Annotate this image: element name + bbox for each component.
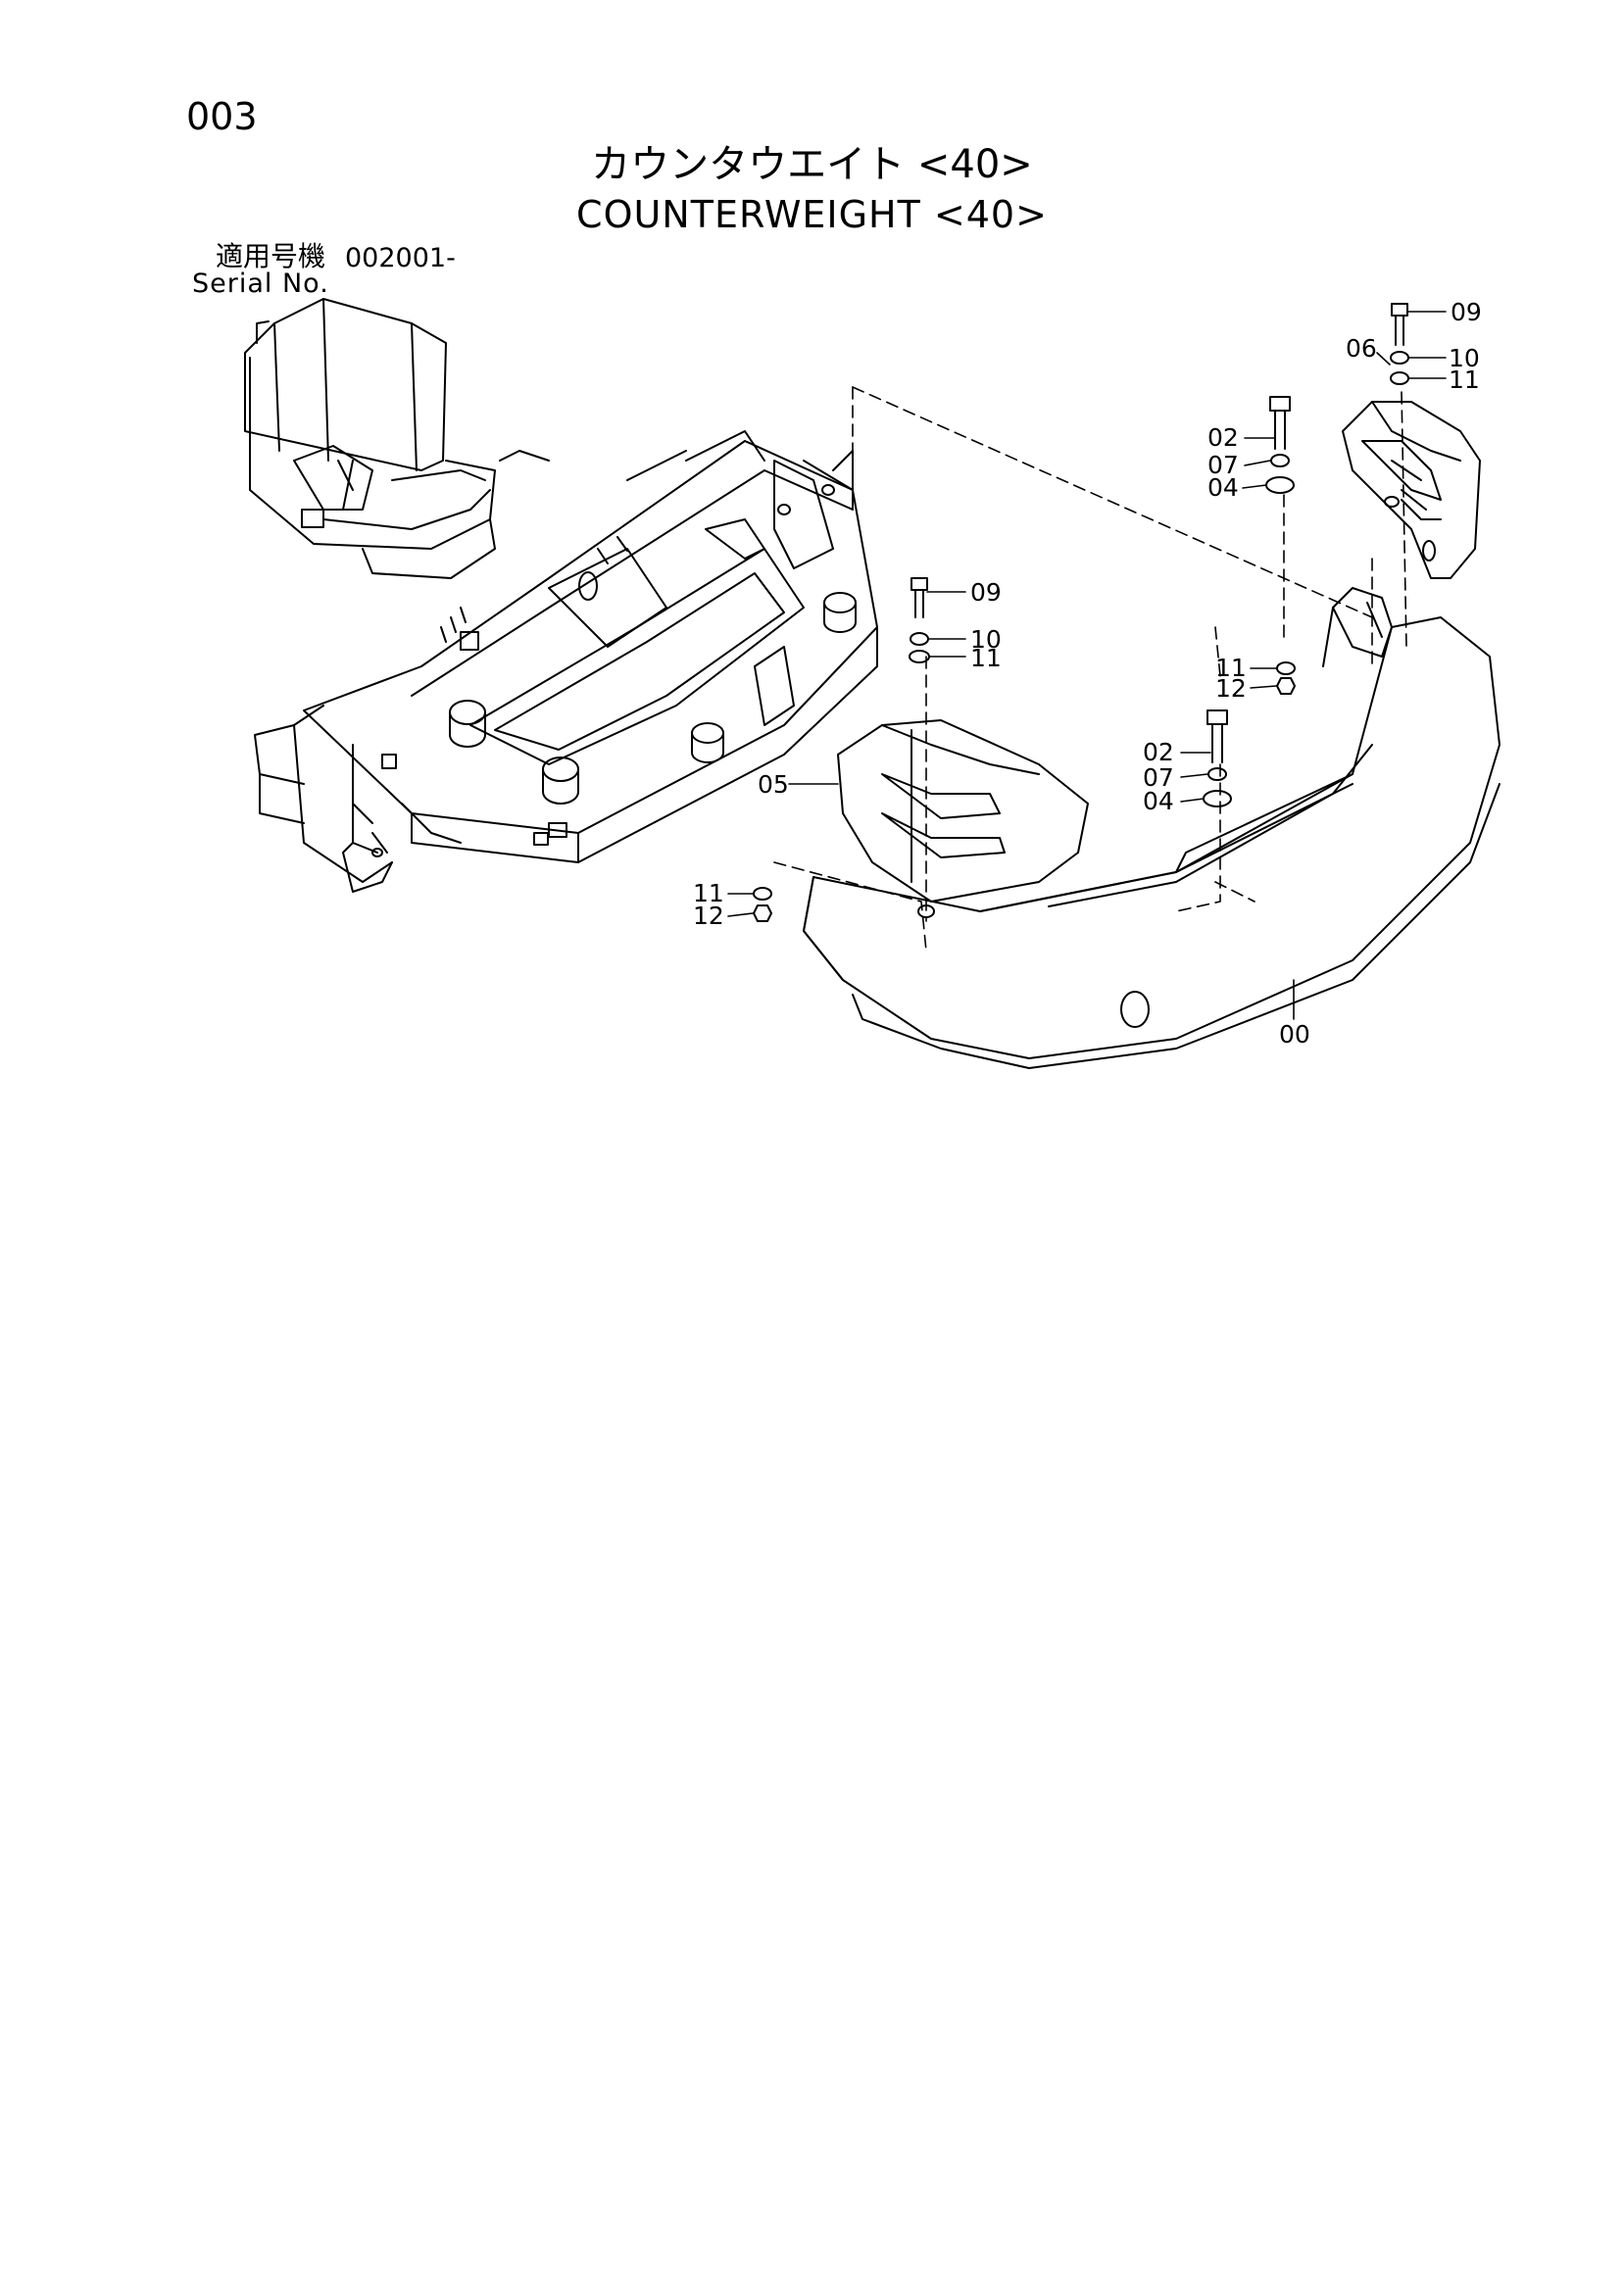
- upper-frame: [254, 430, 878, 893]
- title-english: COUNTERWEIGHT <40>: [576, 193, 1048, 236]
- callout-04-lower: 04: [1143, 787, 1174, 815]
- serial-label-japanese: 適用号機: [216, 240, 326, 272]
- callout-10-upper: 10: [1449, 344, 1480, 372]
- callout-09-upper: 09: [1451, 298, 1482, 326]
- callout-05: 05: [758, 770, 789, 799]
- callout-11-center: 11: [970, 644, 1002, 672]
- serial-number-value: 002001-: [345, 243, 456, 273]
- page-number: 003: [186, 95, 258, 138]
- leader-lines: [727, 311, 1447, 1020]
- title-japanese: カウンタウエイト <40>: [591, 142, 1033, 187]
- callout-04-upper: 04: [1207, 473, 1239, 502]
- serial-label-english: Serial No.: [192, 269, 329, 299]
- callout-09-center: 09: [970, 578, 1002, 607]
- callout-02-upper: 02: [1207, 423, 1239, 452]
- callout-07-upper: 07: [1207, 451, 1239, 479]
- side-weight-06: [1342, 401, 1481, 579]
- fasteners: [753, 303, 1409, 922]
- callout-06: 06: [1346, 334, 1377, 363]
- callout-12-lower-left: 12: [693, 902, 724, 930]
- callout-02-lower: 02: [1143, 738, 1174, 766]
- callout-07-lower: 07: [1143, 763, 1174, 792]
- callout-12-right: 12: [1215, 674, 1247, 703]
- callout-11-upper: 11: [1449, 366, 1480, 394]
- excavator-thumbnail: [244, 298, 496, 579]
- counterweight-body: [803, 587, 1501, 1069]
- callout-11-lower-left: 11: [693, 879, 724, 907]
- callout-11-right: 11: [1215, 654, 1247, 682]
- callout-10-center: 10: [970, 625, 1002, 654]
- callout-00: 00: [1279, 1020, 1310, 1049]
- assembly-lines: [773, 386, 1407, 952]
- callout-labels: 09 10 11 06 02 07 04 09 10 11 11 12 02 0…: [693, 298, 1482, 1049]
- side-weight-05: [837, 719, 1089, 918]
